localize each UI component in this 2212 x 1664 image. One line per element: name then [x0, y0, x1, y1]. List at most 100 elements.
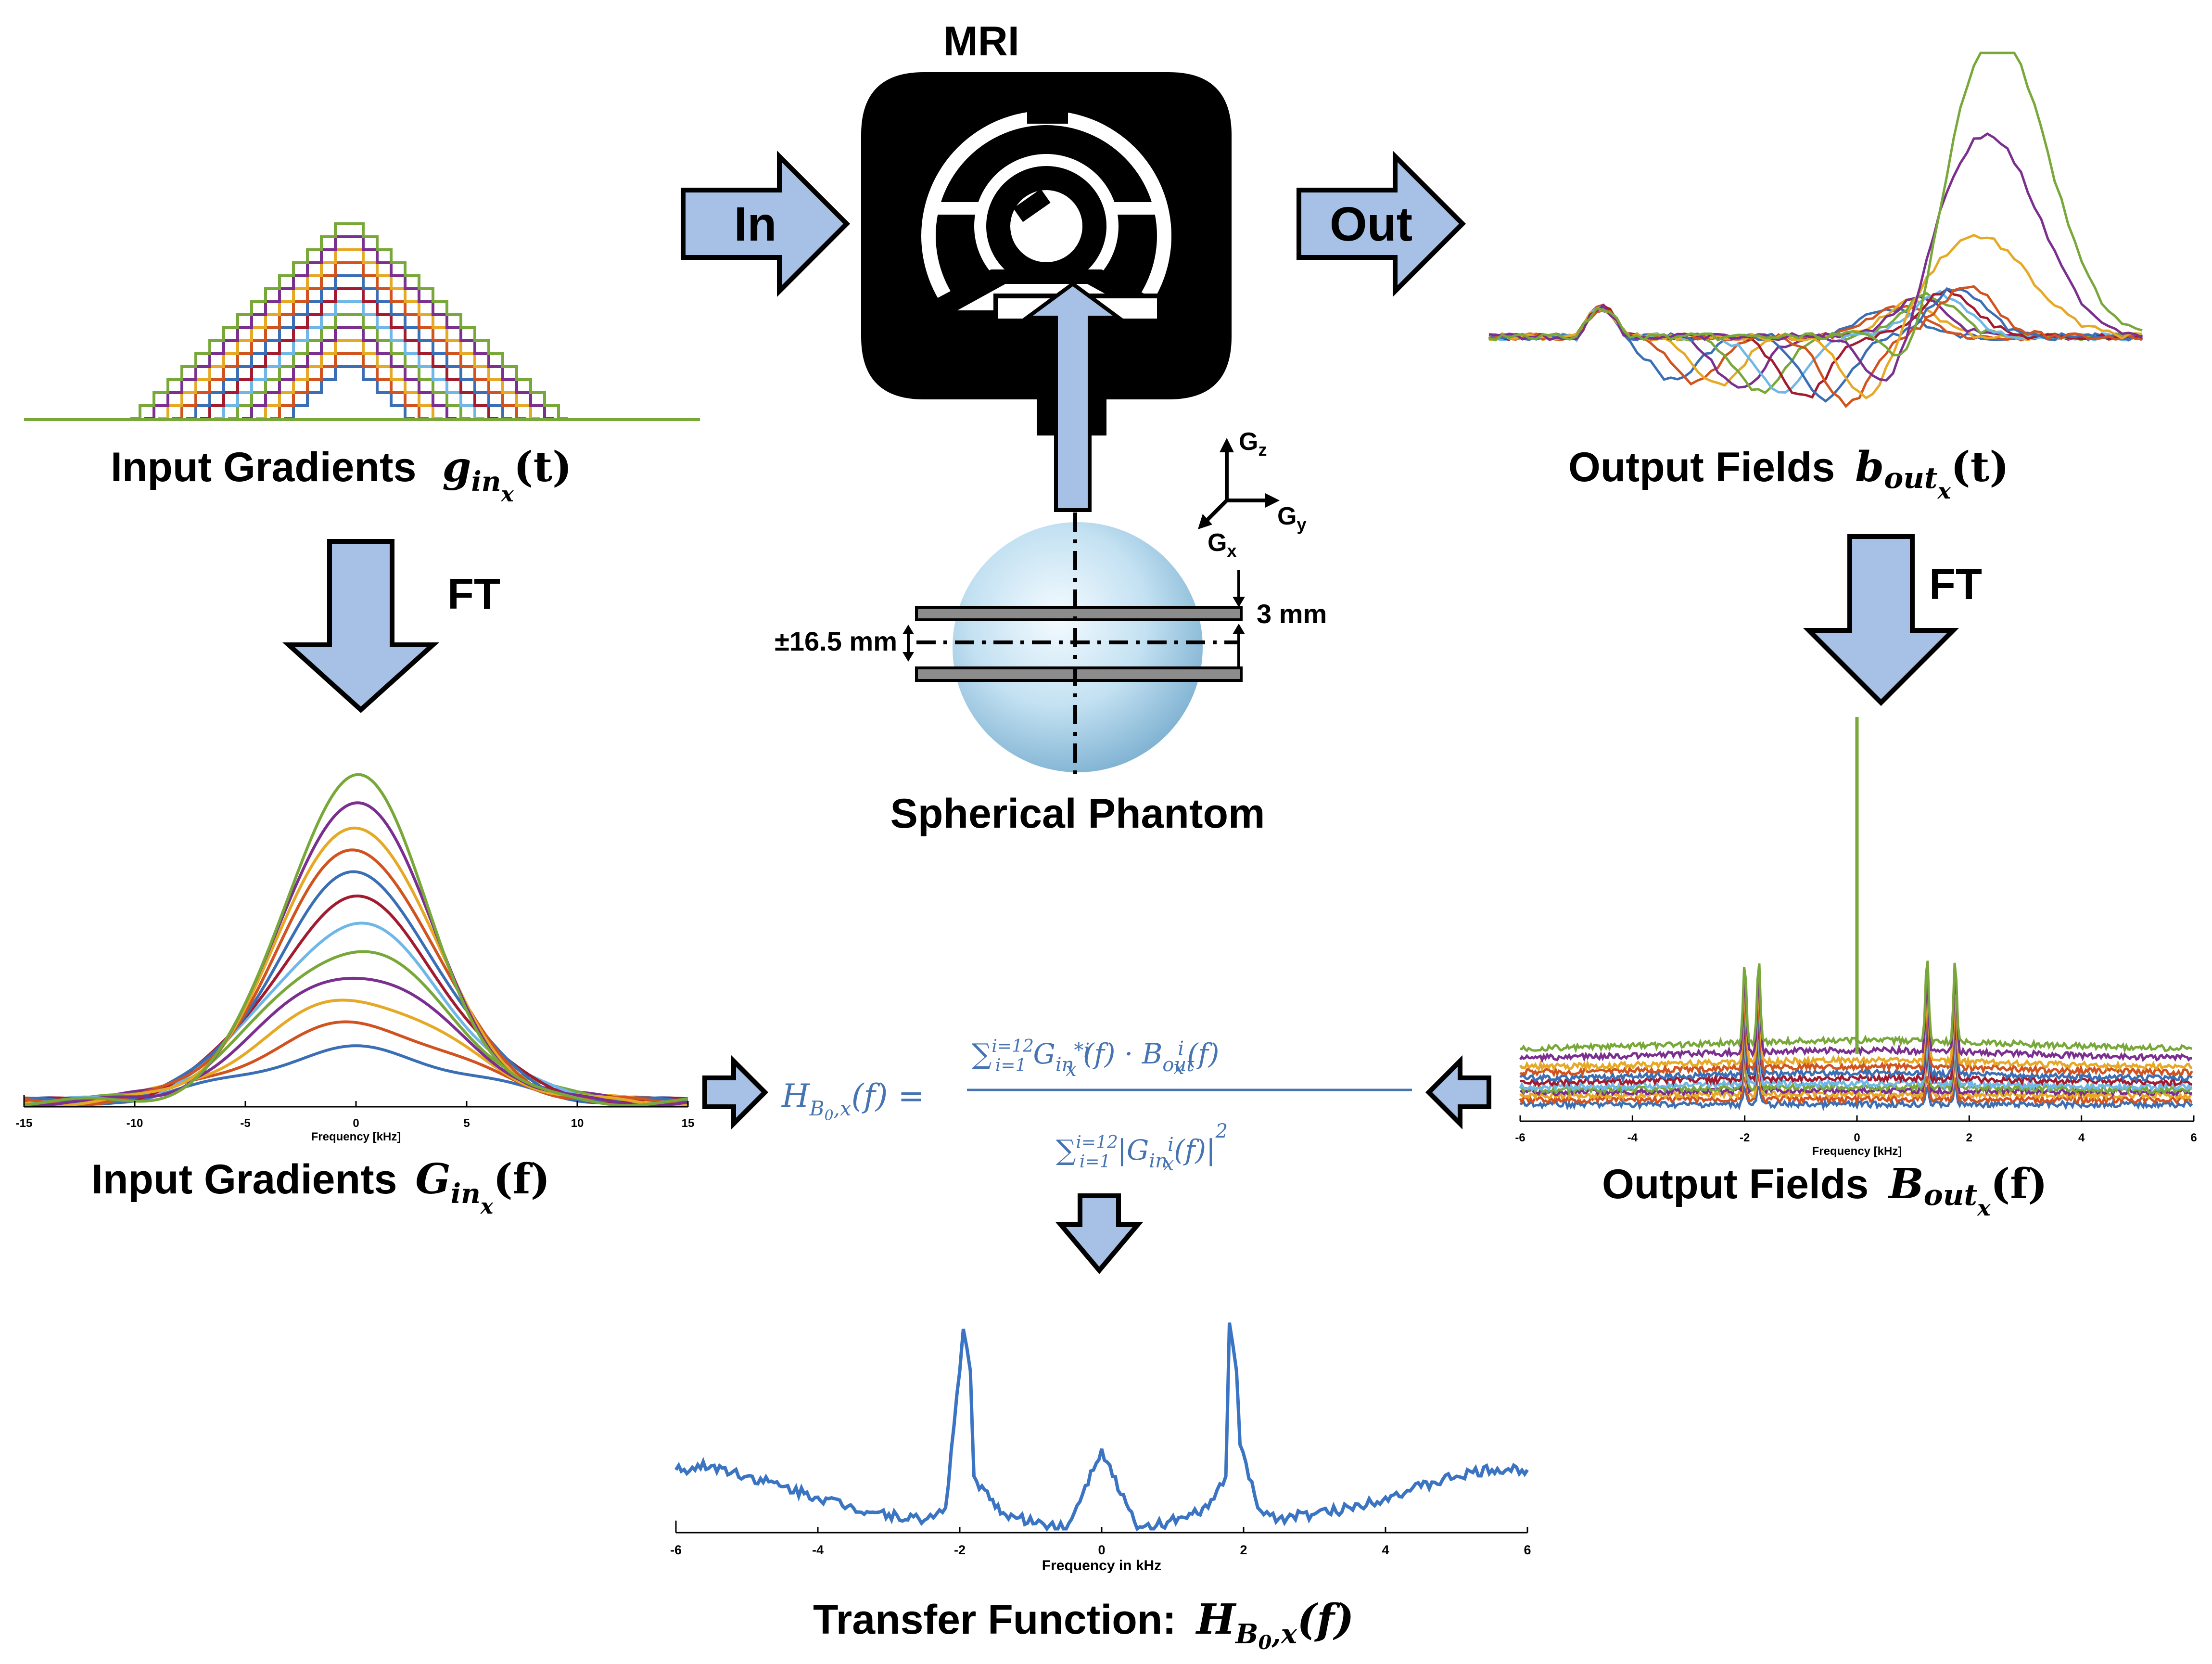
input-spectrum-curve-8 — [24, 870, 688, 1106]
input-gradient-staircase-5 — [228, 313, 470, 420]
transfer-tick-label: 2 — [1240, 1543, 1247, 1557]
output-spectrum-curve-4 — [1520, 1054, 2193, 1098]
output-field-trace-3 — [1488, 298, 2143, 387]
input-spectrum-tick-label: 0 — [353, 1117, 359, 1130]
transfer-function-caption: Transfer Function: HB0,x(f) — [813, 1595, 1354, 1654]
axis-gx-label: Gx — [1208, 529, 1236, 561]
ft-arrow-right: FT — [1803, 534, 1982, 706]
output-field-trace-9 — [1488, 285, 2143, 408]
input-spectrum-tick-label: -10 — [127, 1117, 143, 1130]
input-spectrum-curve-2 — [24, 1020, 688, 1105]
output-spectrum-curve-2 — [1519, 1074, 2193, 1106]
input-spectrum-tick-label: -5 — [240, 1117, 250, 1130]
input-spectrum-tick-label: -15 — [16, 1117, 33, 1130]
slice-plate-top — [915, 606, 1243, 621]
spherical-phantom: 3 mm ±16.5 mm Spherical Phantom — [775, 512, 1327, 837]
transfer-tick-label: -2 — [954, 1543, 966, 1557]
input-spectrum-tick-label: 10 — [571, 1117, 584, 1130]
mri-title: MRI — [943, 18, 1019, 64]
input-spectrum-curve-4 — [24, 976, 688, 1107]
output-spectrum-x-label: Frequency [kHz] — [1812, 1145, 1902, 1158]
transfer-tick-label: -6 — [670, 1543, 682, 1557]
transfer-tick-label: 0 — [1098, 1543, 1105, 1557]
input-spectrum-curve-5 — [24, 950, 688, 1107]
output-fields-time-caption: Output Fields boutx(t) — [1568, 443, 2009, 504]
input-gradient-staircase-9 — [172, 261, 526, 420]
input-spectrum-curve-3 — [24, 998, 688, 1107]
output-spectrum-tick-label: 4 — [2078, 1131, 2085, 1144]
output-spectrum-curve-5 — [1520, 1046, 2193, 1097]
formula-arrow-left — [702, 1055, 769, 1130]
output-spectrum-tick-label: -2 — [1740, 1131, 1750, 1144]
transfer-tick-label: 6 — [1524, 1543, 1531, 1557]
transfer-tick-label: 4 — [1382, 1543, 1389, 1557]
gradient-axes: Gz Gy Gx — [1198, 428, 1306, 561]
input-gradient-staircase-2 — [270, 352, 429, 420]
axis-gz-label: Gz — [1239, 428, 1267, 460]
out-arrow-label: Out — [1330, 197, 1412, 251]
formula-arrow-down — [1055, 1193, 1143, 1274]
output-fields-time-plot — [1488, 51, 2143, 408]
slice-offset-label: ±16.5 mm — [775, 626, 897, 656]
transfer-tick-label: -4 — [812, 1543, 824, 1557]
input-spectrum-curve-6 — [24, 922, 688, 1106]
input-spectrum-tick-label: 15 — [682, 1117, 695, 1130]
output-spectrum-curve-10 — [1519, 994, 2193, 1073]
input-gradients-time-plot — [24, 222, 700, 421]
input-gradient-staircase-12 — [130, 222, 568, 420]
output-field-trace-8 — [1488, 287, 2143, 403]
output-field-trace-10 — [1488, 233, 2143, 400]
output-field-trace-5 — [1488, 292, 2143, 395]
input-spectrum-curve-11 — [24, 801, 688, 1107]
output-field-trace-4 — [1488, 295, 2143, 389]
out-arrow: Out — [1297, 150, 1466, 297]
input-spectrum-curve-10 — [24, 826, 688, 1107]
output-field-trace-7 — [1488, 287, 2143, 399]
input-gradients-time-caption: Input Gradients ginx(t) — [111, 443, 572, 507]
input-gradient-staircase-1 — [284, 365, 415, 420]
ft-right-label: FT — [1929, 561, 1982, 609]
input-gradient-staircase-11 — [144, 235, 554, 420]
output-spectrum-tick-label: 0 — [1854, 1131, 1860, 1144]
in-arrow-label: In — [734, 197, 777, 251]
input-gradient-staircase-3 — [256, 339, 443, 420]
input-spectrum-curve-7 — [24, 894, 688, 1105]
output-spectrum-tick-label: -4 — [1627, 1131, 1638, 1144]
input-gradients-freq-caption: Input Gradients Ginx(f) — [91, 1155, 550, 1219]
output-field-trace-12 — [1488, 51, 2143, 357]
output-spectrum-curve-8 — [1519, 1015, 2193, 1084]
mri-scanner-icon: MRI — [861, 18, 1232, 435]
formula-arrow-right — [1425, 1055, 1491, 1130]
input-spectrum-curve-12 — [24, 773, 688, 1107]
input-gradient-staircase-8 — [186, 274, 512, 420]
in-arrow: In — [681, 150, 851, 297]
output-spectrum-curve-6 — [1519, 1037, 2193, 1092]
svg-text:HB0,x(f) =: HB0,x(f) = — [781, 1077, 925, 1124]
input-gradient-staircase-7 — [200, 287, 498, 420]
transfer-function-curve — [674, 1322, 1529, 1532]
transfer-x-label: Frequency in kHz — [1042, 1558, 1161, 1574]
output-spectrum-curve-9 — [1519, 1004, 2193, 1077]
output-spectrum-tick-label: 6 — [2190, 1131, 2197, 1144]
output-spectrum-tick-label: 2 — [1966, 1131, 1972, 1144]
output-field-trace-11 — [1488, 132, 2143, 382]
phantom-to-mri-arrow — [1021, 282, 1125, 512]
input-gradient-staircase-6 — [214, 300, 484, 420]
input-spectrum-tick-label: 5 — [463, 1117, 470, 1130]
input-spectrum-x-label: Frequency [kHz] — [311, 1130, 401, 1143]
output-spectrum-curve-1 — [1519, 1083, 2193, 1112]
spherical-phantom-caption: Spherical Phantom — [890, 791, 1265, 837]
input-gradient-staircase-4 — [242, 326, 457, 420]
output-spectrum-tick-label: -6 — [1515, 1131, 1525, 1144]
input-gradient-staircase-10 — [158, 248, 540, 420]
slice-thickness-label: 3 mm — [1257, 599, 1327, 629]
axis-gy-label: Gy — [1277, 502, 1306, 534]
